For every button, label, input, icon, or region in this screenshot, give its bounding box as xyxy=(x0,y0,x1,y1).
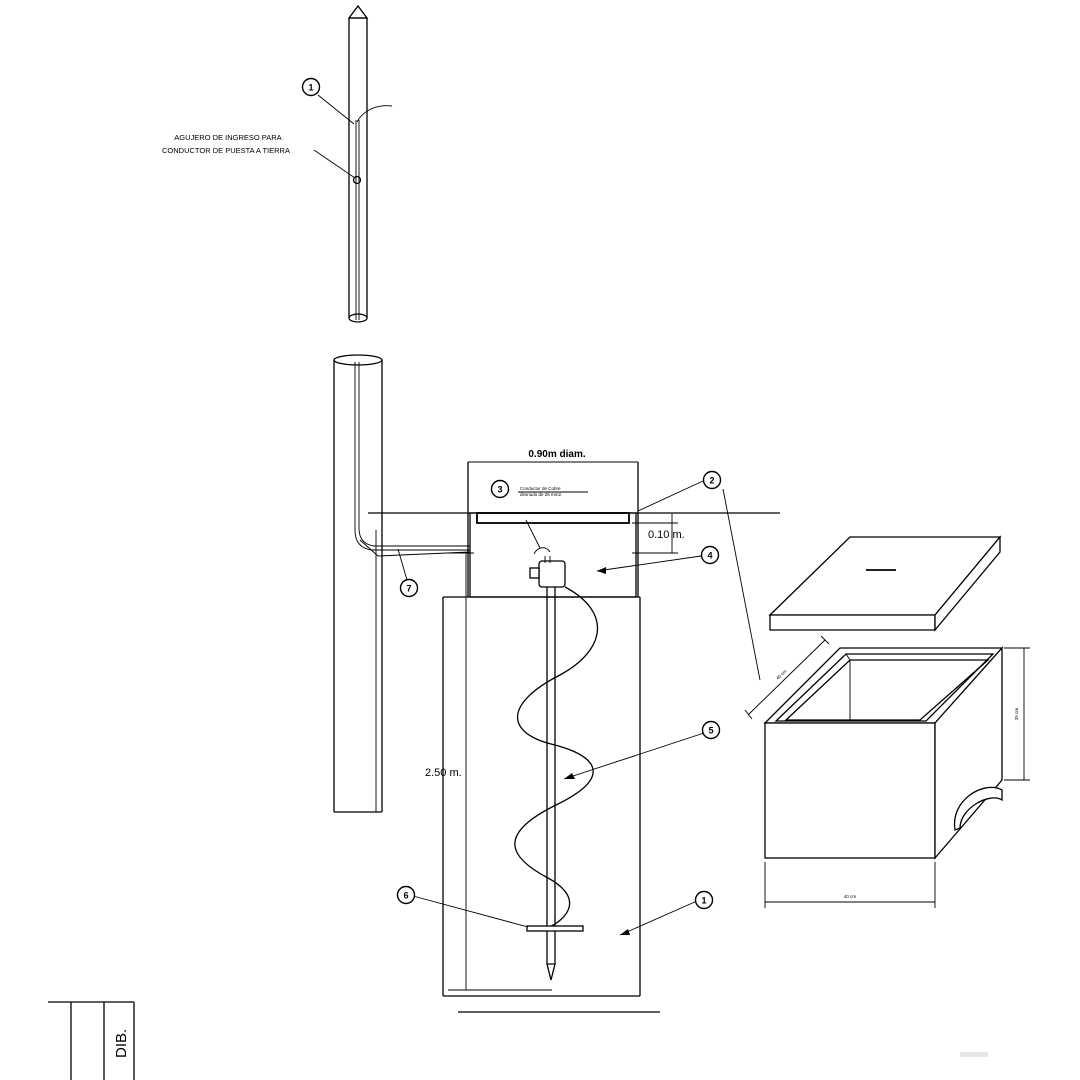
smudge xyxy=(960,1052,988,1057)
title-block: DIB. xyxy=(48,1001,135,1080)
svg-text:1: 1 xyxy=(308,83,313,93)
conductor-label-line1: Conductor de Cobre xyxy=(520,486,561,491)
callout-2: 2 xyxy=(702,470,722,490)
box-depth-label: 40 cm xyxy=(775,668,787,680)
svg-text:2: 2 xyxy=(709,476,714,486)
svg-text:1: 1 xyxy=(701,896,706,906)
hole-label-line1: AGUJERO DE INGRESO PARA xyxy=(174,133,281,142)
diameter-label: 0.90m diam. xyxy=(528,449,585,460)
lower-pole xyxy=(333,354,471,813)
conductor-label-line2: desnudo de 25 mm2. xyxy=(520,492,562,497)
callout-1-pole: 1 xyxy=(301,77,321,97)
depth-total-label: 2.50 m. xyxy=(425,767,462,779)
callout-4: 4 xyxy=(700,545,720,565)
depth-top-label: 0.10 m. xyxy=(648,529,685,541)
spiral-conductor xyxy=(514,586,599,930)
svg-text:6: 6 xyxy=(403,891,408,901)
registry-box xyxy=(763,535,1004,860)
clamp-connector xyxy=(529,547,566,588)
entry-hole-icon xyxy=(352,175,362,185)
box-height-label: 35 cm xyxy=(1014,708,1019,721)
svg-text:3: 3 xyxy=(497,485,502,495)
callout-6: 6 xyxy=(396,885,416,905)
upper-pole xyxy=(347,4,393,323)
callout-3: 3 xyxy=(490,479,510,499)
svg-text:7: 7 xyxy=(406,584,411,594)
callout-7: 7 xyxy=(399,578,419,598)
base-plate xyxy=(526,925,584,932)
box-width-label: 40 cm xyxy=(844,894,857,899)
hole-label-line2: CONDUCTOR DE PUESTA A TIERRA xyxy=(162,146,290,155)
svg-text:4: 4 xyxy=(707,551,712,561)
pit xyxy=(442,462,660,1013)
callout-1-pit: 1 xyxy=(694,890,714,910)
callout-5: 5 xyxy=(701,720,721,740)
title-block-label: DIB. xyxy=(113,1029,130,1058)
ground-rod xyxy=(546,587,556,981)
svg-text:5: 5 xyxy=(708,726,713,736)
